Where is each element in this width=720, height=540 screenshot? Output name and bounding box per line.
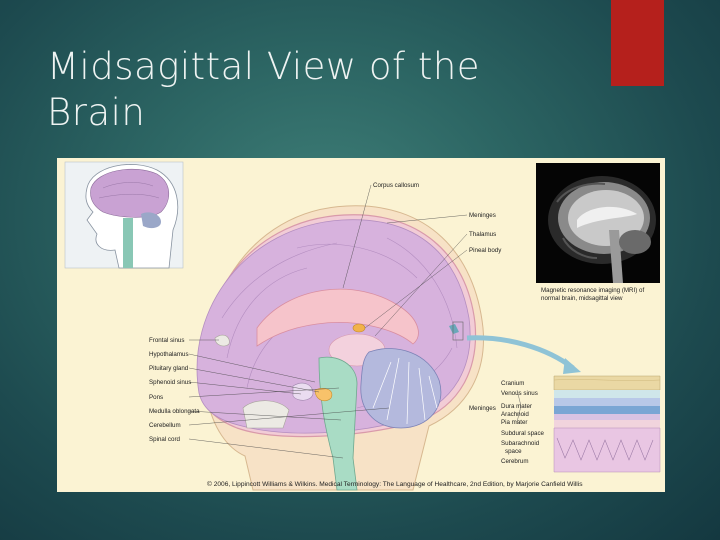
label-dura-mater: Dura mater <box>501 403 532 410</box>
label-pons: Pons <box>149 394 163 401</box>
label-cerebellum: Cerebellum <box>149 422 181 429</box>
label-hypothalamus: Hypothalamus <box>149 351 189 358</box>
label-cranium: Cranium <box>501 380 524 387</box>
label-spinal-cord: Spinal cord <box>149 436 181 443</box>
midsagittal-brain-illustration <box>196 205 581 491</box>
label-sphenoid-sinus: Sphenoid sinus <box>149 379 191 386</box>
mri-caption-line-2: normal brain, midsagittal view <box>541 295 623 302</box>
mri-image <box>536 163 660 283</box>
label-meninges: Meninges <box>469 212 496 219</box>
label-thalamus: Thalamus <box>469 231 496 238</box>
label-subarachnoid-space: space <box>505 448 522 455</box>
label-pituitary-gland: Pituitary gland <box>149 365 189 372</box>
figure-credit: © 2006, Lippincott Williams & Wilkins. M… <box>207 480 583 488</box>
label-medulla-oblongata: Medulla oblongata <box>149 408 200 415</box>
label-subdural-space: Subdural space <box>501 430 545 437</box>
brain-diagram-figure: Corpus callosum Meninges Thalamus Pineal… <box>57 158 665 492</box>
label-pineal-body: Pineal body <box>469 247 502 254</box>
left-label-leaders <box>188 339 390 459</box>
label-frontal-sinus: Frontal sinus <box>149 337 184 344</box>
label-cerebrum: Cerebrum <box>501 458 529 465</box>
slide-title: Midsagittal View of the Brain <box>47 45 481 134</box>
label-arachnoid: Arachnoid <box>501 411 529 418</box>
top-label-leaders <box>342 184 468 337</box>
layer-label-leaders <box>516 389 522 423</box>
label-pia-mater: Pia mater <box>501 419 527 426</box>
mri-caption-line-1: Magnetic resonance imaging (MRI) of <box>541 287 644 294</box>
label-meninges-group: Meninges <box>469 405 496 412</box>
label-corpus-callosum: Corpus callosum <box>373 182 419 189</box>
label-subarachnoid: Subarachnoid <box>501 440 540 447</box>
label-venous-sinus: Venous sinus <box>501 390 538 397</box>
head-inset-illustration <box>64 161 184 269</box>
meninges-cross-section <box>553 374 661 473</box>
red-accent-bar <box>611 0 664 86</box>
